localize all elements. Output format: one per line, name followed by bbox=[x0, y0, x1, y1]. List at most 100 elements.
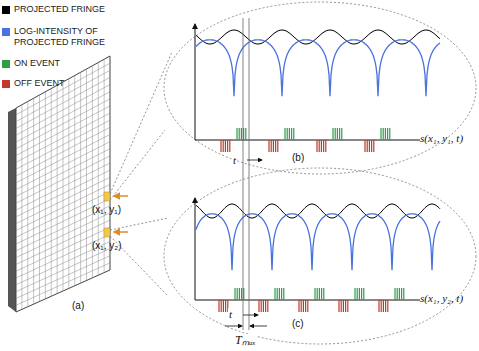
on-event bbox=[281, 288, 282, 300]
part-label: (b) bbox=[292, 152, 304, 163]
legend-text: OFF EVENT bbox=[14, 78, 164, 89]
off-event bbox=[258, 300, 259, 312]
grid-line bbox=[16, 156, 110, 203]
off-event bbox=[220, 140, 221, 152]
off-event bbox=[341, 300, 342, 312]
off-event bbox=[323, 140, 324, 152]
off-event bbox=[229, 140, 230, 152]
grid-line bbox=[16, 120, 110, 169]
off-event bbox=[383, 300, 384, 312]
legend-text: LOG-INTENSITY OF PROJECTED FRINGE bbox=[14, 26, 114, 49]
off-event bbox=[303, 300, 304, 312]
part-label: (a) bbox=[72, 300, 84, 311]
on-event bbox=[397, 288, 398, 300]
on-event bbox=[291, 128, 292, 140]
on-event bbox=[236, 128, 237, 140]
on-event bbox=[354, 288, 355, 300]
signal-label: t bbox=[228, 308, 233, 320]
on-event bbox=[332, 128, 333, 140]
axis bbox=[195, 198, 196, 300]
legend-swatch bbox=[2, 80, 10, 88]
grid-line bbox=[16, 134, 110, 182]
off-event bbox=[381, 300, 382, 312]
signal-label: Tₘₐₓ bbox=[234, 334, 257, 347]
grid-line bbox=[16, 149, 110, 197]
part-label: (c) bbox=[292, 318, 304, 329]
on-event bbox=[380, 128, 381, 140]
off-event bbox=[301, 300, 302, 312]
log-curve bbox=[196, 214, 440, 270]
grid-line bbox=[16, 177, 110, 223]
off-event bbox=[367, 140, 368, 152]
legend-swatch bbox=[2, 6, 10, 14]
off-event bbox=[265, 300, 266, 312]
time-arrow bbox=[247, 160, 262, 161]
on-event bbox=[401, 288, 402, 300]
off-event bbox=[273, 140, 274, 152]
time-arrow bbox=[243, 315, 258, 316]
on-event bbox=[321, 288, 322, 300]
off-event bbox=[307, 300, 308, 312]
on-event bbox=[277, 288, 278, 300]
off-event bbox=[343, 300, 344, 312]
on-event bbox=[323, 288, 324, 300]
on-event bbox=[359, 288, 360, 300]
on-event bbox=[317, 288, 318, 300]
on-event bbox=[314, 288, 315, 300]
signal-label: s(x₁, y₂, t) bbox=[420, 292, 463, 304]
grid-line bbox=[16, 163, 110, 210]
off-event bbox=[373, 140, 374, 152]
off-event bbox=[221, 300, 222, 312]
on-event bbox=[387, 128, 388, 140]
legend-text: ON EVENT bbox=[14, 58, 164, 69]
on-event bbox=[239, 288, 240, 300]
on-event bbox=[245, 128, 246, 140]
off-event bbox=[268, 140, 269, 152]
off-event bbox=[385, 300, 386, 312]
fringe-curve bbox=[196, 30, 440, 44]
off-event bbox=[223, 300, 224, 312]
on-event bbox=[337, 128, 338, 140]
tmax-marker bbox=[225, 18, 267, 330]
off-event bbox=[364, 140, 365, 152]
on-event bbox=[241, 288, 242, 300]
sensor-array bbox=[8, 56, 128, 312]
on-event bbox=[383, 128, 384, 140]
legend-swatch bbox=[2, 28, 10, 36]
grid-line bbox=[16, 256, 110, 299]
on-event bbox=[389, 128, 390, 140]
off-event bbox=[321, 140, 322, 152]
part-label: (x₁, y₁) bbox=[92, 204, 121, 215]
grid-line bbox=[16, 127, 110, 176]
on-event bbox=[403, 288, 404, 300]
plots bbox=[195, 24, 440, 312]
signal-label: s(x₁, y₁, t) bbox=[420, 132, 463, 144]
on-event bbox=[357, 288, 358, 300]
signal-label: t bbox=[232, 154, 237, 166]
part-label: (x₁, y₂) bbox=[92, 240, 121, 251]
grid-line bbox=[16, 70, 110, 121]
off-event bbox=[316, 140, 317, 152]
off-event bbox=[261, 300, 262, 312]
log-curve bbox=[196, 40, 440, 96]
off-event bbox=[371, 140, 372, 152]
off-event bbox=[347, 300, 348, 312]
off-event bbox=[227, 140, 228, 152]
grid-line bbox=[16, 142, 110, 190]
on-event bbox=[339, 128, 340, 140]
off-event bbox=[298, 300, 299, 312]
on-event bbox=[361, 288, 362, 300]
off-event bbox=[218, 300, 219, 312]
grid-line bbox=[16, 249, 110, 292]
off-event bbox=[387, 300, 388, 312]
on-event bbox=[283, 288, 284, 300]
on-event bbox=[274, 288, 275, 300]
off-event bbox=[225, 140, 226, 152]
off-event bbox=[325, 140, 326, 152]
legend-text: PROJECTED FRINGE bbox=[14, 4, 164, 15]
on-event bbox=[234, 288, 235, 300]
off-event bbox=[378, 300, 379, 312]
zoom-lines bbox=[110, 2, 476, 344]
on-event bbox=[335, 128, 336, 140]
